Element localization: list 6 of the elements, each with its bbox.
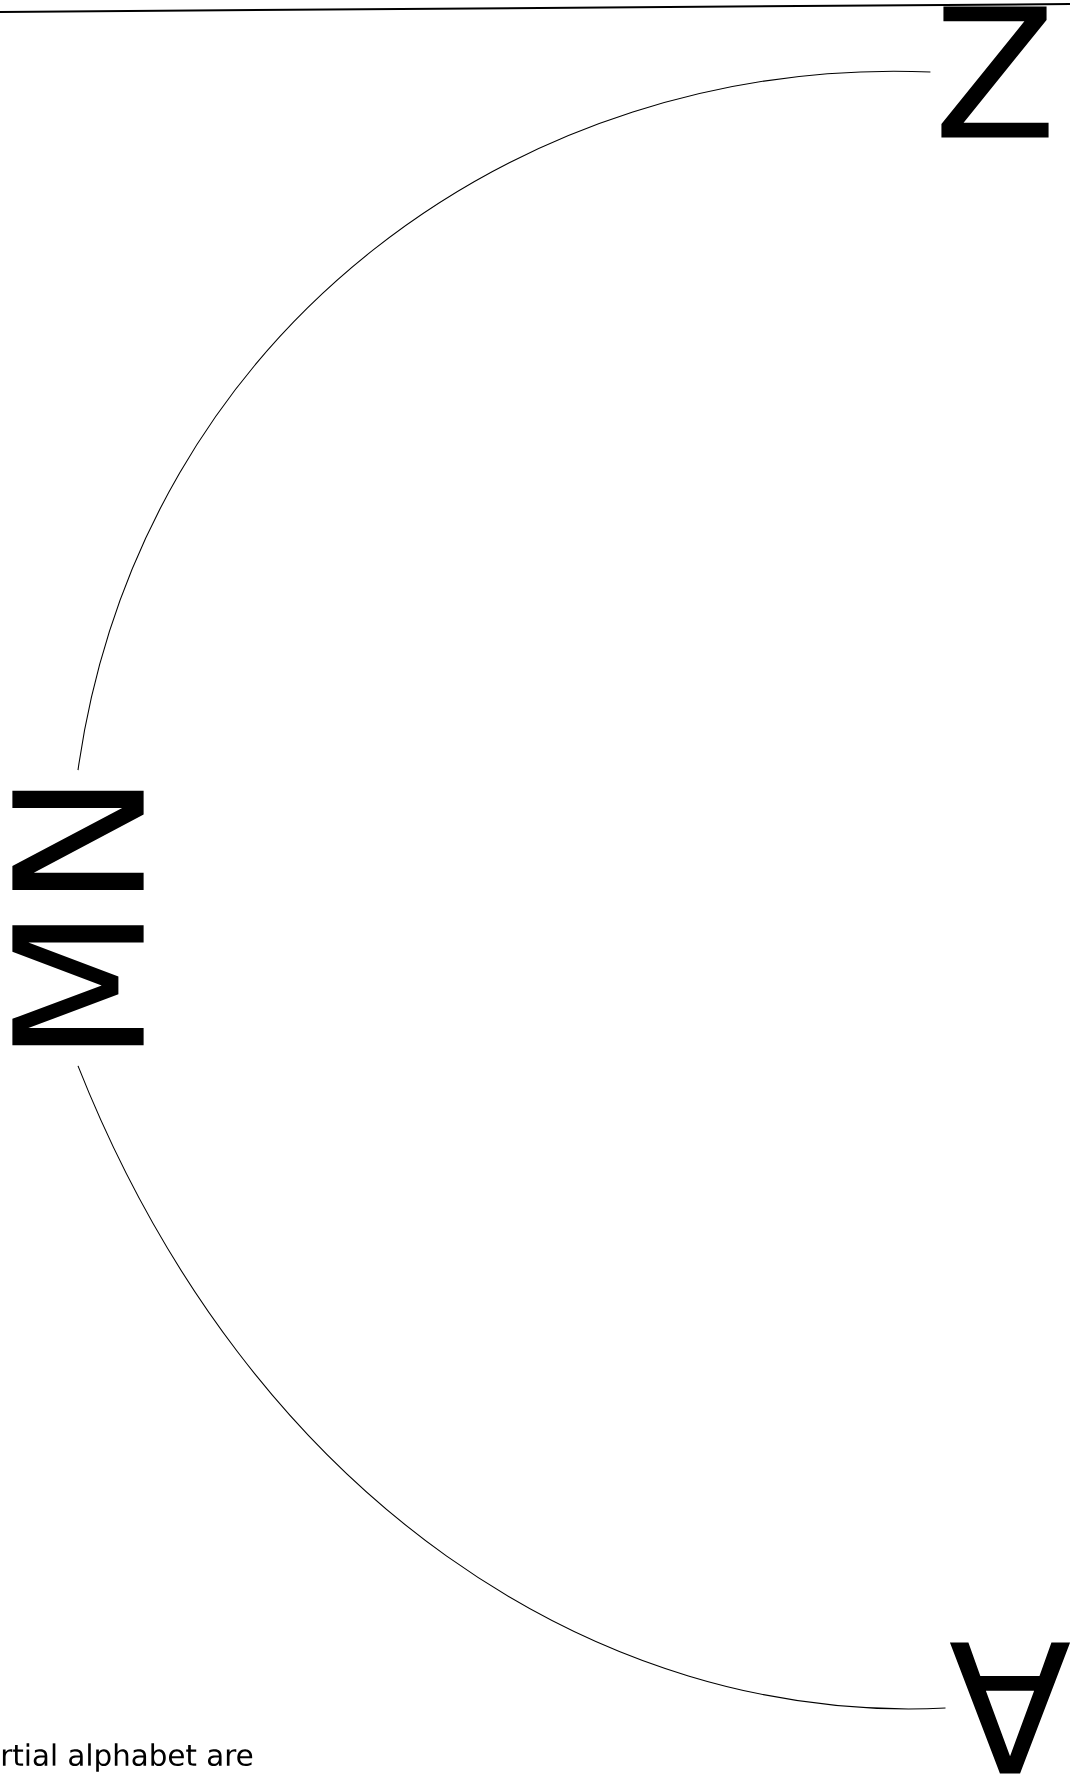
text-fragment: rtial alphabet are — [2, 1743, 253, 1772]
letter: MN — [12, 790, 144, 1046]
letter: Z — [941, 6, 1049, 138]
arc-line — [77, 71, 931, 771]
arc-line — [77, 1065, 947, 1709]
letter: A — [949, 1642, 1070, 1774]
